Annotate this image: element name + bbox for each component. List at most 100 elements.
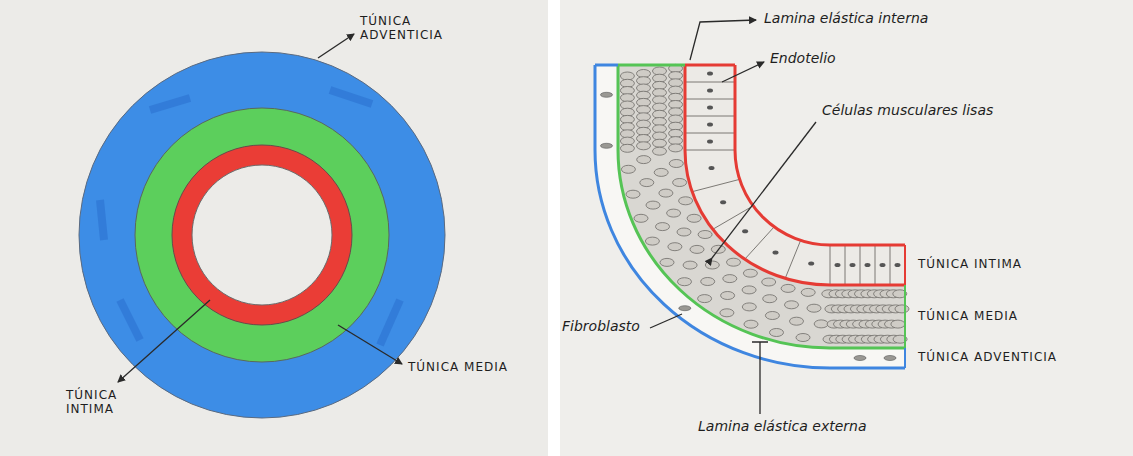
muscle-cell [653,147,667,155]
cell-nucleus [709,166,715,170]
lumen [192,165,332,305]
leader-line [722,62,764,82]
muscle-cell [763,295,777,303]
endothelium-outline [735,65,905,245]
fibroblast-cell [854,356,866,361]
muscle-cell [727,258,741,266]
muscle-cell [626,190,640,198]
muscle-cell [645,237,659,245]
leader-line [338,325,402,364]
fibroblast-cell [679,306,691,311]
muscle-cell [801,288,815,296]
muscle-cell [673,179,687,187]
muscle-cell [679,197,693,205]
cell-nucleus [850,263,856,267]
muscle-cell [720,309,734,317]
cell-nucleus [720,200,726,204]
leader-line [690,20,756,60]
muscle-cell [690,245,704,253]
fibroblast-cell [884,356,896,361]
muscle-cell [669,129,683,137]
muscle-cell [653,89,667,97]
muscle-cell [660,258,674,266]
muscle-cell [743,269,757,277]
layer-label: TÚNICA MEDIA [918,309,1018,323]
cell-border [875,245,876,285]
cell-border [685,150,735,151]
media-ring [135,108,389,362]
muscle-cell [653,118,667,126]
layer-label: TÚNICA ADVENTICIA [360,14,452,43]
muscle-cell [621,165,635,173]
cell-border [713,206,753,230]
end-cap [618,64,685,67]
cell-nucleus [880,263,886,267]
muscle-cell [744,320,758,328]
part-label: Endotelio [770,50,836,67]
cell-border [860,245,861,285]
paper-right [560,0,1133,456]
layer-label: TÚNICA ADVENTICIA [918,350,1057,364]
muscle-cell [637,113,651,121]
muscle-cell [620,94,634,102]
muscle-cell [770,329,784,337]
muscle-cell [742,286,756,294]
muscle-cell [683,261,697,269]
muscle-cell [721,292,735,300]
cell-border [692,179,740,191]
layer-label: TÚNICA INTIMA [66,388,128,417]
muscle-cell [653,139,667,147]
cell-border [830,245,831,285]
muscle-cell [762,278,776,286]
cell-border [685,99,735,100]
leader-line [752,342,768,414]
muscle-cell [687,214,701,222]
end-cap [904,285,906,348]
muscle-cell [640,179,654,187]
muscle-cell [637,77,651,85]
layer-label: TÚNICA MEDIA [408,360,508,374]
cell-nucleus [835,263,841,267]
muscle-cell [781,284,795,292]
muscle-cell [814,320,828,328]
muscle-cell [620,144,634,152]
marker-streaks [100,90,400,345]
cell-border [685,82,735,83]
muscle-cell [637,135,651,143]
muscle-cell [637,142,651,150]
muscle-cell [637,156,651,164]
cell-border [685,65,735,66]
muscle-cell [677,228,691,236]
end-cap [595,64,618,67]
muscle-cell [656,223,670,231]
cell-nucleus [773,251,779,255]
cell-nucleus [865,263,871,267]
muscle-cell [723,275,737,283]
muscle-cell [796,334,810,342]
part-label: Células musculares lisas [822,102,993,119]
cell-nucleus [895,263,901,267]
leader-line [318,34,354,58]
muscle-cell [705,261,719,269]
muscle-cell [790,317,804,325]
muscle-cell [678,278,692,286]
cell-nucleus [707,89,713,93]
muscle-cell [891,320,905,328]
muscle-cell [669,144,683,152]
muscle-cell [701,278,715,286]
muscle-cell [646,201,660,209]
muscle-cell [765,312,779,320]
muscle-cell [654,168,668,176]
muscle-cell [785,301,799,309]
fibroblast-cell [601,92,613,97]
muscle-cell [659,189,673,197]
part-label: Fibroblasto [562,318,640,335]
muscle-cell [668,243,682,251]
muscle-cell [698,231,712,239]
end-cap [685,64,735,67]
cell-border [845,245,846,285]
intima-layer [685,65,905,285]
leader-line [712,122,816,258]
paper-left [0,0,548,456]
intima-ring [172,145,352,325]
